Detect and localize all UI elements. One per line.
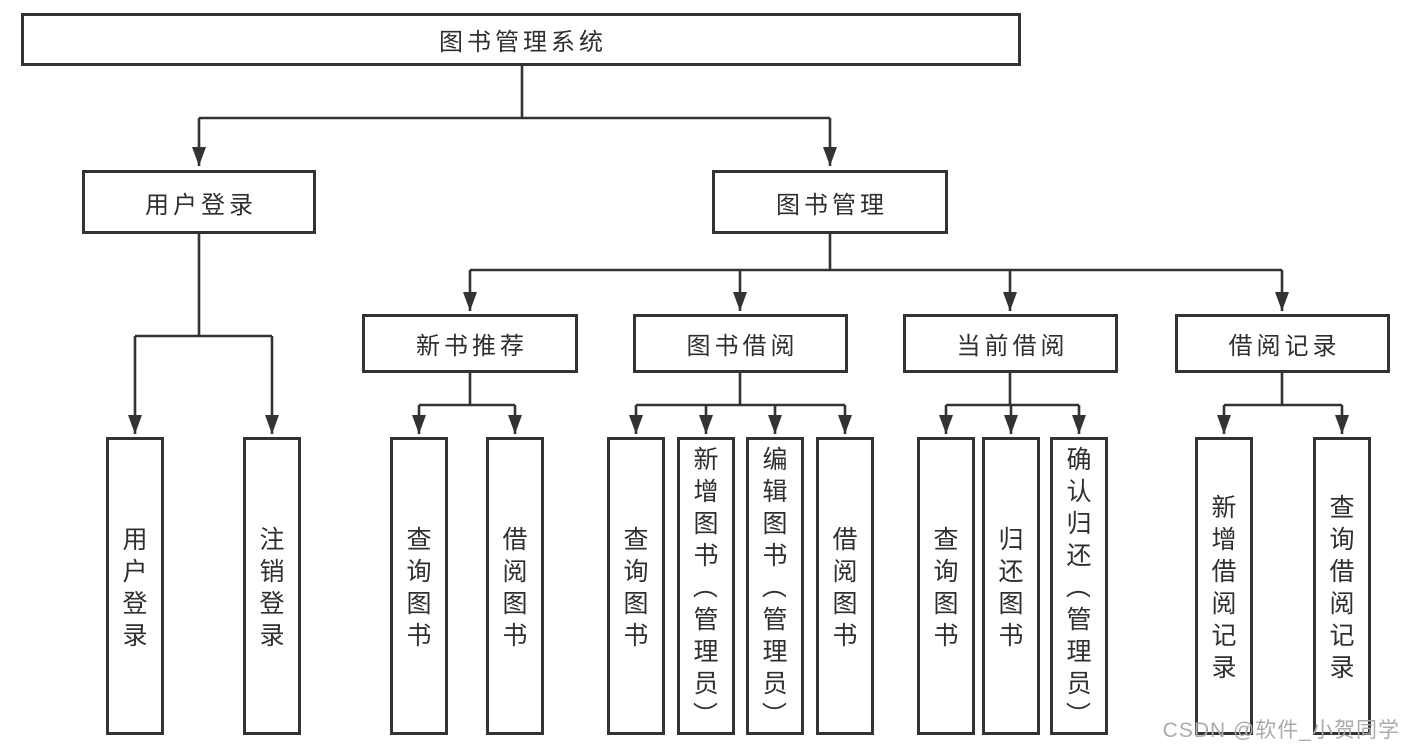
connector-user-login-children bbox=[135, 234, 272, 338]
leaf-logout: 注销登录 bbox=[243, 437, 301, 735]
leaf-newbook-query-books: 查询图书 bbox=[390, 437, 448, 735]
node-root: 图书管理系统 bbox=[21, 13, 1021, 66]
leaf-borrow-query-books: 查询图书 bbox=[607, 437, 665, 735]
leaf-borrow-borrow-books: 借阅图书 bbox=[816, 437, 874, 735]
node-book-borrow: 图书借阅 bbox=[633, 314, 848, 373]
node-borrow-records: 借阅记录 bbox=[1175, 314, 1390, 373]
node-new-book-recommend: 新书推荐 bbox=[362, 314, 578, 373]
leaf-borrow-add-books-admin: 新增图书（管理员） bbox=[677, 437, 735, 735]
node-current-borrow: 当前借阅 bbox=[903, 314, 1118, 373]
leaf-user-login: 用户登录 bbox=[106, 437, 164, 735]
connector-new-book-children bbox=[419, 373, 515, 407]
csdn-watermark: CSDN @软件_小贺同学 bbox=[1162, 719, 1400, 742]
leaf-current-query-books: 查询图书 bbox=[917, 437, 975, 735]
connector-book-borrow-children bbox=[636, 373, 845, 407]
connector-current-borrow-children bbox=[946, 373, 1079, 407]
connector-root-to-level2 bbox=[199, 66, 830, 120]
connector-borrow-records-children bbox=[1224, 373, 1342, 407]
leaf-newbook-borrow-books: 借阅图书 bbox=[486, 437, 544, 735]
node-user-login: 用户登录 bbox=[82, 170, 316, 234]
node-book-management: 图书管理 bbox=[712, 170, 948, 234]
leaf-record-add: 新增借阅记录 bbox=[1195, 437, 1253, 735]
leaf-borrow-edit-books-admin: 编辑图书（管理员） bbox=[746, 437, 804, 735]
leaf-current-confirm-return-admin: 确认归还（管理员） bbox=[1050, 437, 1108, 735]
leaf-record-query: 查询借阅记录 bbox=[1313, 437, 1371, 735]
leaf-current-return-books: 归还图书 bbox=[982, 437, 1040, 735]
connector-book-management-sections bbox=[470, 234, 1282, 272]
